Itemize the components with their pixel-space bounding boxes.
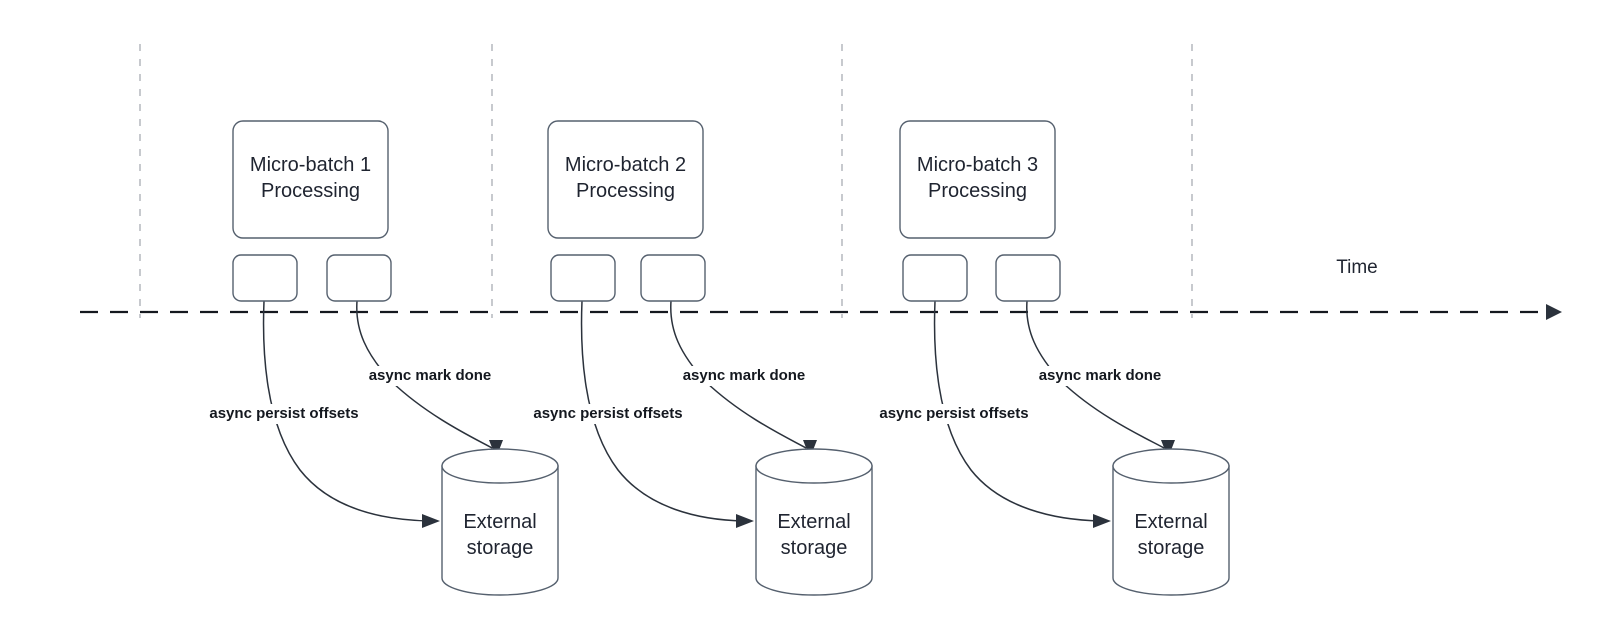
micro-batch-label-line1-1: Micro-batch 1 <box>250 154 371 176</box>
micro-batch-box-2[interactable] <box>547 120 704 239</box>
async-mark-done-label-backdrop-1 <box>364 366 496 386</box>
external-storage-cylinder-top-1 <box>441 448 559 484</box>
external-storage-label-line2-2: storage <box>781 537 848 559</box>
mark-done-task-box-2[interactable] <box>640 254 706 302</box>
async-persist-offsets-arrowhead-icon-1 <box>422 514 440 528</box>
micro-batch-box-1[interactable] <box>232 120 389 239</box>
persist-offsets-task-box-3[interactable] <box>902 254 968 302</box>
async-persist-offsets-arrowhead-icon-3 <box>1093 514 1111 528</box>
micro-batch-box-3[interactable] <box>899 120 1056 239</box>
micro-batch-label-line2-1: Processing <box>261 180 360 202</box>
async-persist-offsets-label-backdrop-1 <box>193 404 375 424</box>
external-storage-label-line1-3: External <box>1134 511 1207 533</box>
async-mark-done-label-1: async mark done <box>369 367 492 384</box>
edge-labels-layer: async persist offsets async mark done asyn… <box>193 366 1166 424</box>
async-mark-done-label-2: async mark done <box>683 367 806 384</box>
mark-done-task-box-1[interactable] <box>326 254 392 302</box>
async-persist-offsets-edge-1 <box>262 300 431 522</box>
micro-batch-label-line1-2: Micro-batch 2 <box>565 154 686 176</box>
async-persist-offsets-label-3: async persist offsets <box>879 405 1028 422</box>
async-persist-offsets-label-1: async persist offsets <box>209 405 358 422</box>
time-axis-layer: Time <box>80 257 1562 320</box>
time-axis-label: Time <box>1336 257 1378 278</box>
external-storage-label-line1-2: External <box>777 511 850 533</box>
async-mark-done-label-backdrop-3 <box>1034 366 1166 386</box>
async-mark-done-label-3: async mark done <box>1039 367 1162 384</box>
time-axis-arrowhead-icon <box>1546 304 1562 320</box>
mark-done-task-box-3[interactable] <box>995 254 1061 302</box>
micro-batch-label-line1-3: Micro-batch 3 <box>917 154 1038 176</box>
external-storage-label-line2-1: storage <box>467 537 534 559</box>
async-mark-done-label-backdrop-2 <box>678 366 810 386</box>
micro-batch-label-line2-3: Processing <box>928 180 1027 202</box>
async-persist-offsets-label-backdrop-3 <box>863 404 1045 424</box>
external-storage-label-line2-3: storage <box>1138 537 1205 559</box>
micro-batch-label-line2-2: Processing <box>576 180 675 202</box>
async-persist-offsets-edge-2 <box>580 300 745 522</box>
tick-lines-layer <box>139 44 1193 318</box>
external-storage-cylinder-top-3 <box>1112 448 1230 484</box>
async-persist-offsets-label-2: async persist offsets <box>533 405 682 422</box>
external-storage-cylinder-body-3[interactable] <box>1112 465 1230 596</box>
external-storage-cylinder-top-2 <box>755 448 873 484</box>
async-persist-offsets-edge-3 <box>933 300 1102 522</box>
persist-offsets-task-box-2[interactable] <box>550 254 616 302</box>
async-persist-offsets-label-backdrop-2 <box>517 404 699 424</box>
external-storage-cylinder-body-2[interactable] <box>755 465 873 596</box>
external-storage-label-line1-1: External <box>463 511 536 533</box>
external-storage-cylinder-body-1[interactable] <box>441 465 559 596</box>
async-persist-offsets-arrowhead-icon-2 <box>736 514 754 528</box>
persist-offsets-task-box-1[interactable] <box>232 254 298 302</box>
